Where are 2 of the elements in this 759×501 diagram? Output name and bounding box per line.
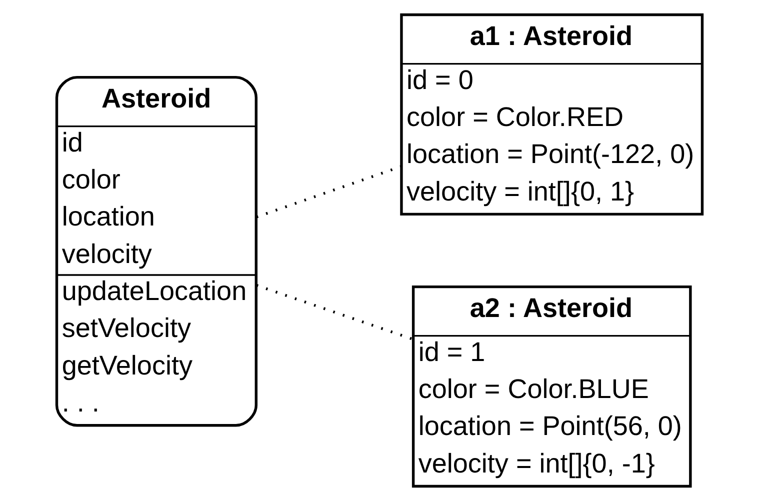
connector	[256, 165, 402, 218]
connector	[256, 284, 414, 341]
